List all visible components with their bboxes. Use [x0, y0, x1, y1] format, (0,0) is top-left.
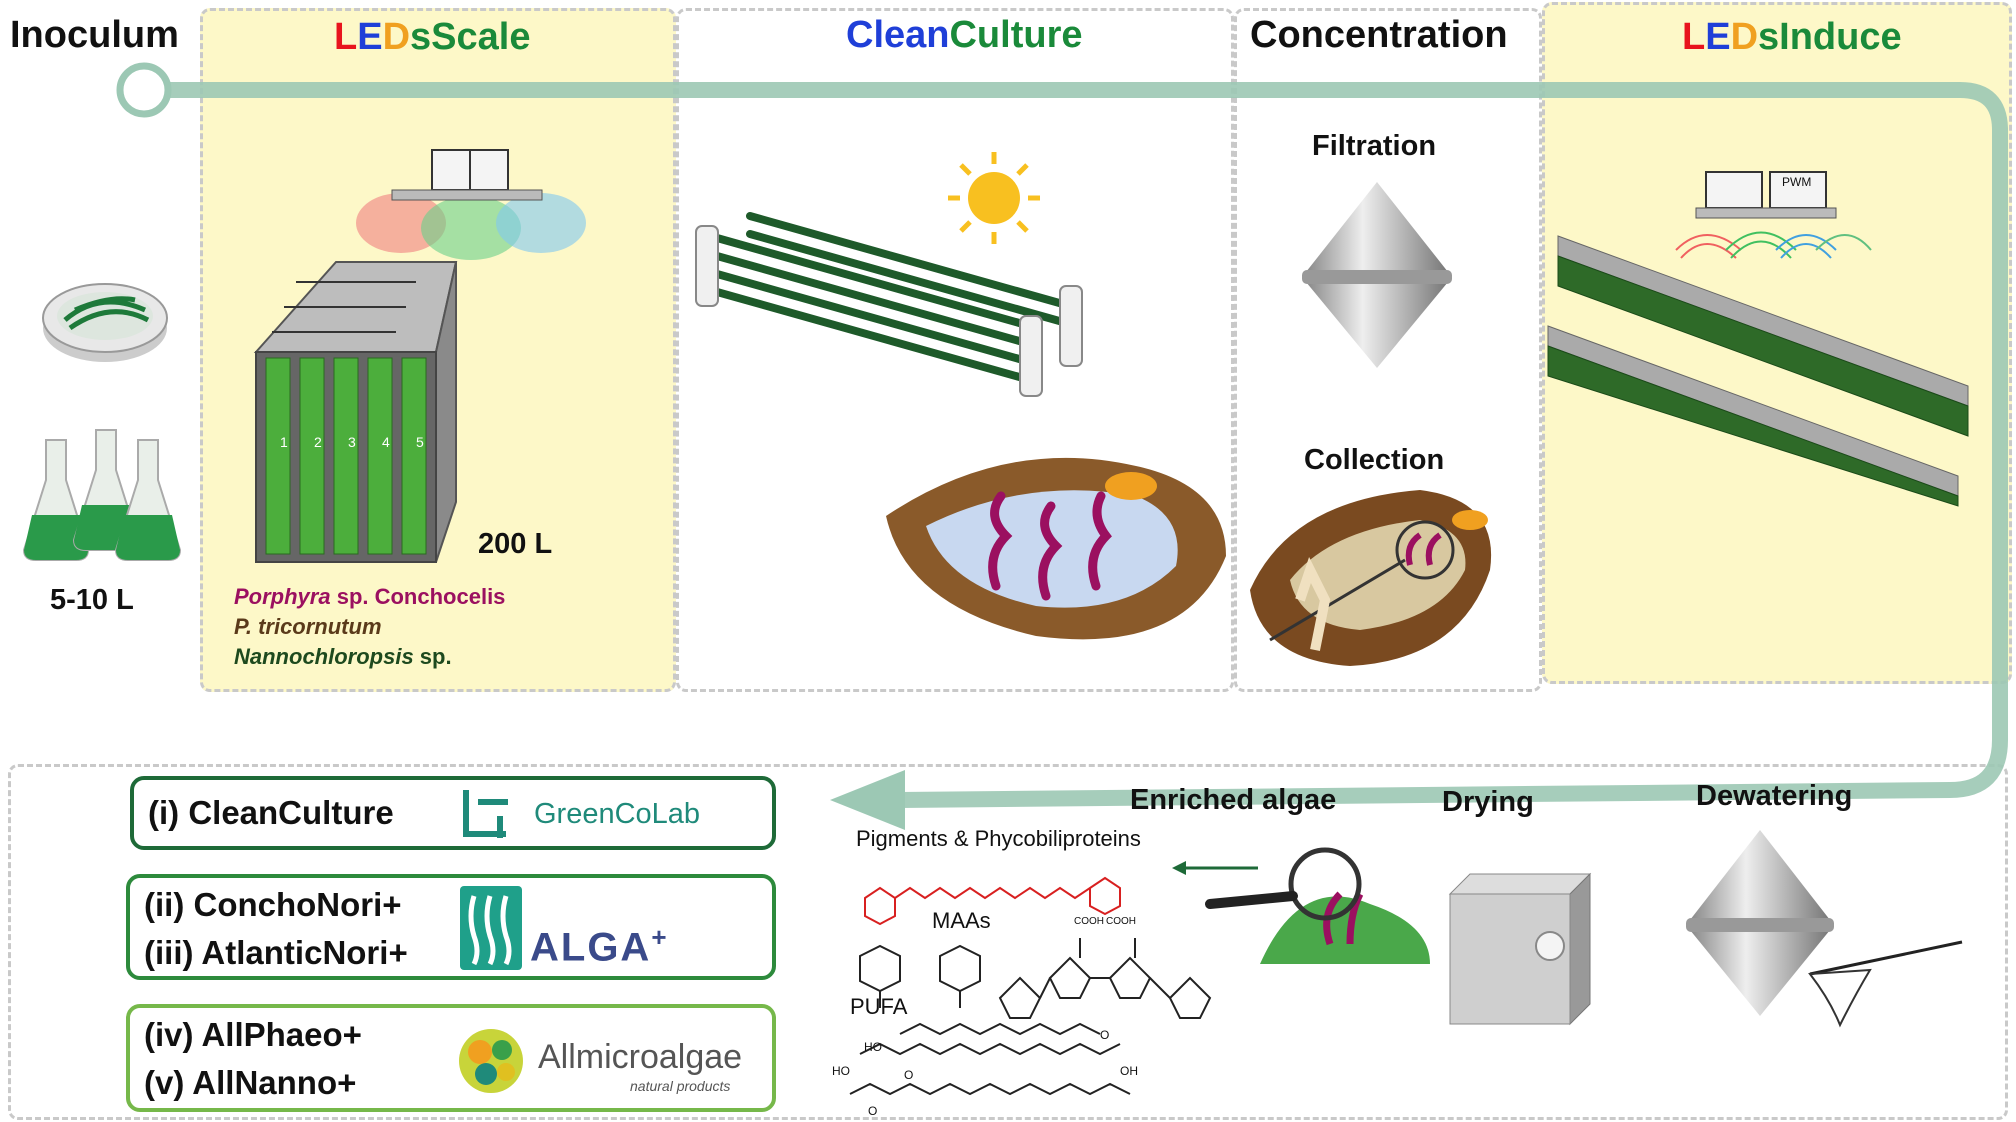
- pigments-label: Pigments & Phycobiliproteins: [856, 826, 1141, 851]
- reactor-volume-label: 200 L: [478, 528, 553, 560]
- product-cleanculture: (i) CleanCulture: [148, 794, 394, 831]
- product-box-allmicroalgae: (iv) AllPhaeo+ (v) AllNanno+ Allmicroalg…: [126, 1004, 776, 1112]
- species-porphyra: Porphyra sp. Conchocelis: [234, 584, 506, 609]
- o-label-3: O: [868, 1104, 878, 1118]
- dewatering-cone-icon: [1686, 830, 1963, 1028]
- greencolab-logo-icon: [463, 790, 508, 838]
- stage-concentration-title: Concentration: [1250, 14, 1508, 56]
- species-p-tricornutum: P. tricornutum: [234, 614, 382, 639]
- species-list: Porphyra sp. Conchocelis P. tricornutum …: [234, 582, 505, 672]
- ho-label-1: HO: [864, 1040, 882, 1054]
- oh-label-1: OH: [1120, 1064, 1138, 1078]
- cooh-label-2: COOH: [1106, 916, 1136, 927]
- erlenmeyer-flasks-icon: [22, 429, 182, 561]
- inoculum-volume-label: 5-10 L: [50, 584, 134, 616]
- drying-oven-icon: [1448, 872, 1592, 1026]
- carotenoid-structure-icon: [864, 876, 1121, 926]
- drying-label: Drying: [1442, 786, 1534, 818]
- pwm-label: PWM: [1782, 175, 1812, 189]
- o-label-1: O: [1100, 1028, 1110, 1042]
- reactor-slot-5: 5: [416, 434, 424, 450]
- led-pwm-controller-icon: [1675, 171, 1872, 259]
- reactor-slot-2: 2: [314, 434, 322, 450]
- alga-logo-icon: [460, 886, 522, 970]
- stage-ledsinduce-title: LEDsInduce: [1682, 16, 1902, 58]
- stage-ledsscale-title: LEDsScale: [334, 16, 531, 58]
- collection-label: Collection: [1304, 444, 1445, 476]
- allmicroalgae-company-name: Allmicroalgae: [538, 1038, 743, 1076]
- product-atlanticnori: (iii) AtlanticNori+: [144, 934, 408, 971]
- enriched-algae-label: Enriched algae: [1130, 784, 1337, 816]
- pufa-label: PUFA: [850, 994, 908, 1019]
- allmicroalgae-logo-icon: [459, 1029, 523, 1093]
- pufa-structures-icon: [849, 1022, 1131, 1096]
- dewatering-label: Dewatering: [1696, 780, 1853, 812]
- product-allphaeo: (iv) AllPhaeo+: [144, 1016, 362, 1053]
- flat-panel-photobioreactors-icon: [1547, 235, 1969, 507]
- filtration-cone-icon: [1302, 182, 1452, 368]
- seaweed-net-icon: [886, 457, 1226, 640]
- product-box-greencolab: (i) CleanCulture GreenCoLab: [130, 776, 776, 850]
- ho-label-2: HO: [832, 1064, 850, 1078]
- stage-inoculum-title: Inoculum: [10, 14, 179, 56]
- allmicroalgae-tagline: natural products: [630, 1078, 731, 1094]
- reactor-slot-3: 3: [348, 434, 356, 450]
- maas-label: MAAs: [932, 908, 991, 933]
- greencolab-company-name: GreenCoLab: [534, 798, 701, 830]
- downstream-panel: [8, 764, 2008, 1120]
- reactor-slot-1: 1: [280, 434, 288, 450]
- pigment-arrow: [1172, 861, 1258, 875]
- collection-harvest-icon: [1250, 490, 1492, 666]
- alga-company-name: ALGA+: [530, 922, 669, 970]
- photobioreactor-200l-icon: [253, 261, 458, 563]
- petri-dish-icon: [42, 283, 168, 362]
- cleanculture-panel: [676, 8, 1234, 692]
- tubular-photobioreactor-icon: [695, 212, 1083, 397]
- led-controller-icon: [356, 149, 586, 260]
- sun-icon: [948, 152, 1040, 244]
- product-box-alga: (ii) ConchoNori+ (iii) AtlanticNori+ ALG…: [126, 874, 776, 980]
- product-allnanno: (v) AllNanno+: [144, 1064, 357, 1101]
- species-nannochloropsis: Nannochloropsis sp.: [234, 644, 452, 669]
- product-conchonori: (ii) ConchoNori+: [144, 886, 402, 923]
- algae-magnifier-icon: [1205, 847, 1430, 964]
- maas-structures-icon: [859, 944, 981, 1008]
- cooh-label-1: COOH: [1074, 916, 1104, 927]
- phycobilin-structure-icon: [998, 938, 1212, 1019]
- concentration-panel: [1234, 8, 1542, 692]
- reactor-slot-4: 4: [382, 434, 390, 450]
- filtration-label: Filtration: [1312, 130, 1437, 162]
- stage-cleanculture-title: CleanCulture: [846, 14, 1083, 56]
- o-label-2: O: [904, 1068, 914, 1082]
